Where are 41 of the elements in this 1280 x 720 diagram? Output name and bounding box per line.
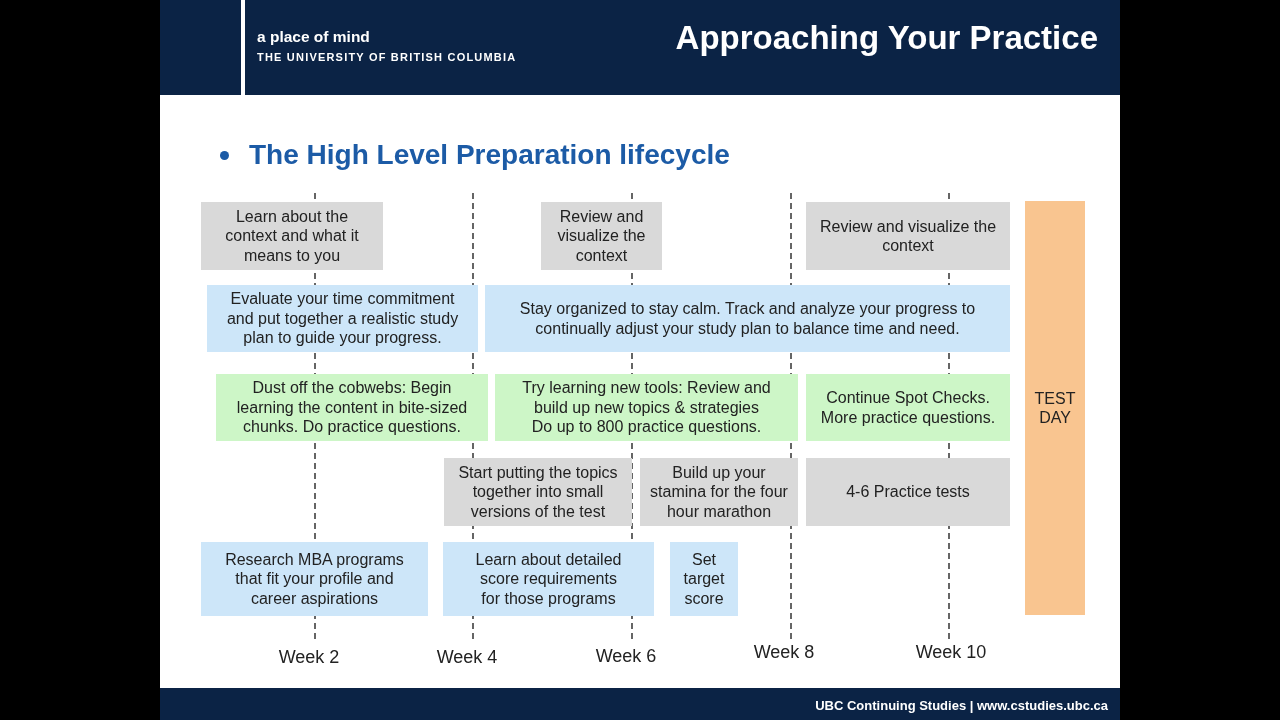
box-text: 4-6 Practice tests — [846, 482, 970, 502]
activity-box — [640, 458, 798, 526]
activity-box — [806, 458, 1010, 526]
box-text: Learn about the context and what it means to you — [224, 206, 360, 266]
activity-box — [806, 374, 1010, 441]
box-text: Learn about detailed score requirements for those programs — [474, 549, 623, 609]
week-label: Week 2 — [278, 646, 340, 668]
footer-text: UBC Continuing Studies | www.cstudies.ubc.ca — [815, 698, 1108, 714]
box-text: TEST DAY — [1033, 388, 1077, 428]
activity-box — [216, 374, 488, 441]
box-text: Do up to 800 practice questions. — [531, 417, 762, 437]
box-text: Set target score — [682, 549, 726, 609]
activity-box — [201, 542, 428, 616]
tagline-text: a place of mind — [257, 26, 370, 46]
activity-box — [670, 542, 738, 616]
week-label: Week 6 — [595, 645, 657, 667]
activity-box — [495, 374, 798, 441]
activity-box — [541, 202, 662, 270]
box-text: Build up your stamina for the four hour marathon — [649, 462, 789, 522]
box-text: Review and visualize the context — [556, 206, 647, 266]
box-text: Start putting the topics together into small versions of the test — [457, 462, 619, 522]
university-name: THE UNIVERSITY OF BRITISH COLUMBIA — [257, 50, 517, 64]
activity-box — [806, 202, 1010, 270]
slide-title: Approaching Your Practice — [675, 18, 1098, 58]
section-heading: The High Level Preparation lifecycle — [249, 138, 730, 172]
box-text: Research MBA programs that fit your profile and career aspirations — [224, 549, 405, 609]
box-text: Try learning new tools: Review and build up new topics & strategies — [521, 378, 772, 418]
week-label: Week 8 — [753, 641, 815, 663]
activity-box — [201, 202, 383, 270]
week-label: Week 10 — [915, 641, 987, 663]
box-text: Dust off the cobwebs: Begin learning the content in bite-sized chunks. Do practice questions. — [235, 378, 469, 437]
activity-box — [207, 285, 478, 352]
box-text: Stay organized to stay calm. Track and analyze your progress to continually adjust your study plan to balance time and need. — [518, 299, 977, 338]
box-text: Continue Spot Checks. More practice questions. — [819, 388, 997, 427]
week-label: Week 4 — [436, 646, 498, 668]
box-text: Review and visualize the context — [818, 216, 998, 256]
milestone-box — [1025, 201, 1085, 615]
activity-box — [485, 285, 1010, 352]
activity-box — [444, 458, 632, 526]
activity-box — [443, 542, 654, 616]
box-text: Evaluate your time commitment and put together a realistic study plan to guide your progress. — [225, 289, 460, 348]
